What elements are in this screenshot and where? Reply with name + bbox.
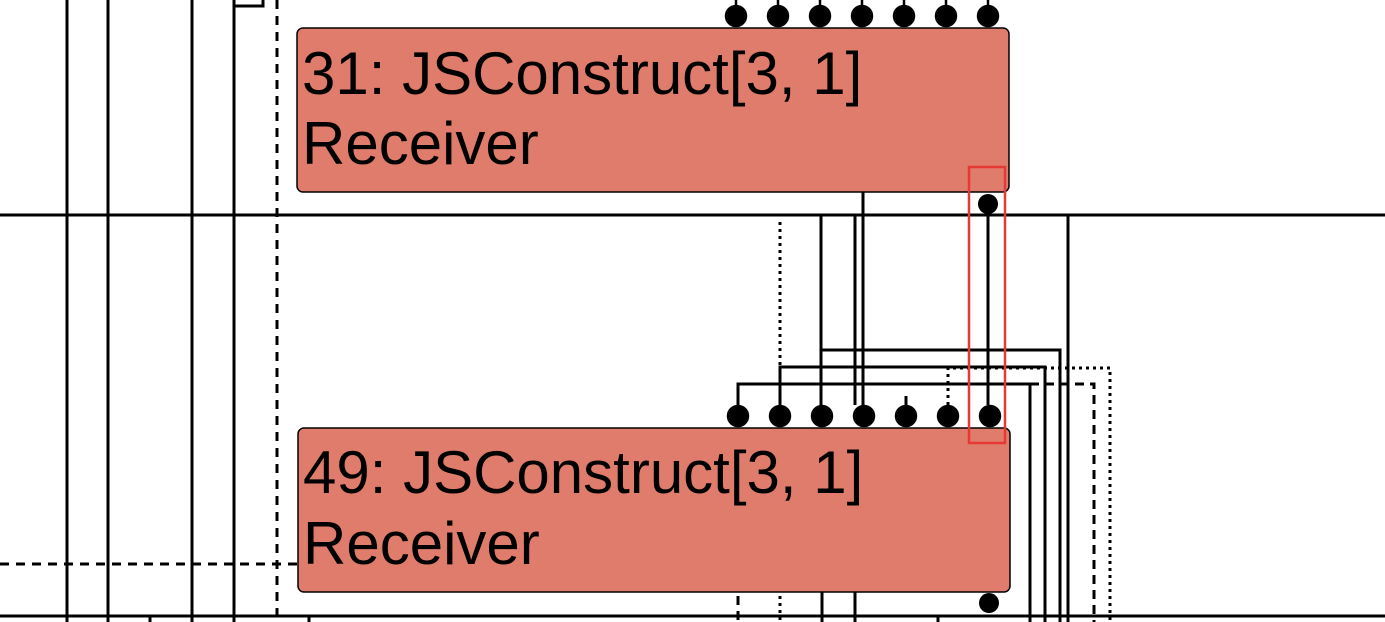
- node-box[interactable]: [297, 427, 1011, 593]
- dashed-edges: [736, 382, 1096, 622]
- left-edges: [65, 0, 311, 622]
- node-subtitle: Receiver: [302, 110, 539, 177]
- left-dashed-edge: [0, 0, 298, 622]
- node-49[interactable]: 49: JSConstruct[3, 1] Receiver: [297, 427, 1011, 593]
- bottom-edges: [820, 592, 940, 622]
- node-31-input-ports: [724, 0, 1000, 28]
- node-49-output-port: [979, 593, 999, 613]
- node-subtitle: Receiver: [303, 510, 540, 577]
- node-box[interactable]: [296, 27, 1010, 193]
- node-31[interactable]: 31: JSConstruct[3, 1] Receiver: [296, 27, 1010, 193]
- dotted-edges: [778, 222, 1112, 622]
- node-31-output-port: [978, 194, 998, 214]
- node-title: 49: JSConstruct[3, 1]: [303, 439, 863, 506]
- horizontal-edges: [0, 213, 1385, 618]
- node-title: 31: JSConstruct[3, 1]: [302, 40, 862, 107]
- connecting-edges: [736, 192, 1070, 622]
- selection-highlight: [967, 165, 1007, 445]
- node-49-input-ports: [726, 404, 1002, 428]
